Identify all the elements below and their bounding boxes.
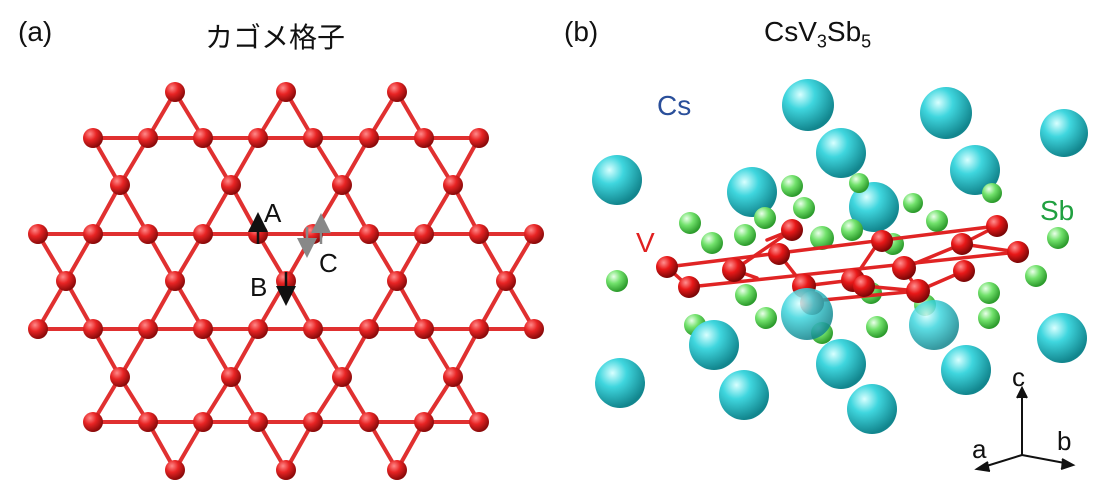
kagome-atom	[387, 271, 407, 291]
panel-b-letter: (b)	[564, 16, 599, 47]
kagome-atom	[276, 460, 296, 480]
site-b-label: B	[250, 272, 267, 302]
kagome-atom	[221, 367, 241, 387]
kagome-atom	[138, 319, 158, 339]
kagome-atom	[165, 460, 185, 480]
kagome-atom	[221, 175, 241, 195]
panel-a-letter: (a)	[18, 16, 53, 47]
kagome-atom	[193, 128, 213, 148]
csv3sb5-structure-diagram: Cs V Sb c a b	[592, 79, 1088, 472]
kagome-atom	[524, 319, 544, 339]
v-label: V	[636, 227, 655, 258]
kagome-atom	[56, 271, 76, 291]
kagome-atom	[138, 412, 158, 432]
kagome-atom	[469, 412, 489, 432]
kagome-lattice-diagram: A B C	[28, 82, 544, 480]
kagome-atom	[414, 319, 434, 339]
kagome-atom	[193, 224, 213, 244]
kagome-atom	[359, 412, 379, 432]
kagome-atom	[248, 128, 268, 148]
kagome-atom	[469, 319, 489, 339]
spin-markers: A B C	[248, 198, 338, 306]
kagome-atom	[303, 128, 323, 148]
site-a-label: A	[264, 198, 282, 228]
kagome-atom	[248, 319, 268, 339]
kagome-atom	[414, 128, 434, 148]
kagome-atom	[138, 128, 158, 148]
kagome-atom	[469, 224, 489, 244]
kagome-atom	[193, 319, 213, 339]
kagome-atom	[248, 412, 268, 432]
kagome-atom	[524, 224, 544, 244]
kagome-atom	[303, 412, 323, 432]
kagome-atom	[28, 224, 48, 244]
kagome-atom	[387, 82, 407, 102]
kagome-atom	[28, 319, 48, 339]
kagome-atom	[443, 175, 463, 195]
kagome-atom	[332, 367, 352, 387]
kagome-atom	[332, 175, 352, 195]
kagome-atom	[414, 224, 434, 244]
kagome-atom	[359, 319, 379, 339]
kagome-atom	[193, 412, 213, 432]
kagome-atom	[359, 224, 379, 244]
kagome-atom	[83, 412, 103, 432]
panel-b-title: CsV3Sb5	[764, 16, 872, 52]
kagome-atom	[414, 412, 434, 432]
axis-indicator	[974, 385, 1076, 472]
sb-atoms	[606, 173, 1069, 344]
kagome-atom	[110, 367, 130, 387]
kagome-atom	[165, 82, 185, 102]
kagome-atom	[83, 319, 103, 339]
kagome-atom	[276, 82, 296, 102]
axis-a-label: a	[972, 434, 987, 464]
kagome-atom	[138, 224, 158, 244]
axis-b-label: b	[1057, 426, 1071, 456]
kagome-atom	[443, 367, 463, 387]
crystal-structure-panel: (b) CsV3Sb5	[552, 0, 1104, 497]
axis-c-label: c	[1012, 362, 1025, 392]
kagome-panel: (a) カゴメ格子 A B C	[18, 16, 544, 480]
kagome-atom	[83, 128, 103, 148]
kagome-atom	[110, 175, 130, 195]
kagome-atom	[496, 271, 516, 291]
kagome-atom	[165, 271, 185, 291]
kagome-atom	[387, 460, 407, 480]
cs-atoms-back	[592, 79, 1088, 232]
sb-label: Sb	[1040, 195, 1074, 226]
v-atoms	[656, 215, 1029, 315]
kagome-atom	[469, 128, 489, 148]
kagome-atom	[303, 319, 323, 339]
cs-label: Cs	[657, 90, 691, 121]
cs-atoms-front	[595, 288, 1087, 434]
site-c-label: C	[319, 248, 338, 278]
kagome-atom	[83, 224, 103, 244]
kagome-atom	[359, 128, 379, 148]
panel-a-title: カゴメ格子	[205, 22, 346, 53]
